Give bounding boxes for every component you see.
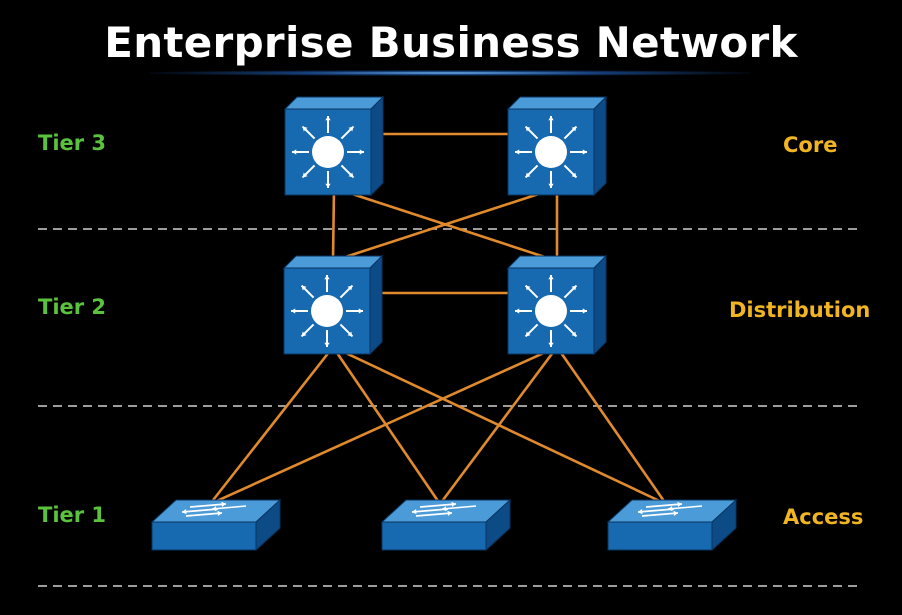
multilayer-switch-icon-dist-2	[506, 254, 608, 356]
network-link	[438, 346, 559, 505]
tier-dividers	[38, 228, 858, 587]
core-layer-label: Core	[783, 133, 838, 157]
network-devices	[150, 95, 738, 552]
network-link	[332, 345, 667, 506]
tier-3-label: Tier 3	[38, 131, 107, 155]
network-link	[333, 186, 558, 263]
network-link	[555, 346, 668, 505]
network-link	[209, 345, 558, 506]
diagram-title: Enterprise Business Network	[104, 18, 798, 67]
network-link	[208, 346, 335, 505]
network-link	[332, 186, 558, 263]
tier-2-label: Tier 2	[38, 295, 107, 319]
title-underline-glow	[150, 70, 750, 76]
multilayer-switch-icon-core-2	[506, 95, 608, 197]
network-link	[331, 346, 442, 505]
network-links	[208, 132, 668, 506]
tier-1-label: Tier 1	[38, 503, 107, 527]
workgroup-switch-icon-access-2	[380, 498, 512, 552]
access-layer-label: Access	[783, 505, 864, 529]
multilayer-switch-icon-dist-1	[282, 254, 384, 356]
workgroup-switch-icon-access-3	[606, 498, 738, 552]
distribution-layer-label: Distribution	[729, 298, 871, 322]
workgroup-switch-icon-access-1	[150, 498, 282, 552]
multilayer-switch-icon-core-1	[283, 95, 385, 197]
network-link	[331, 187, 336, 262]
